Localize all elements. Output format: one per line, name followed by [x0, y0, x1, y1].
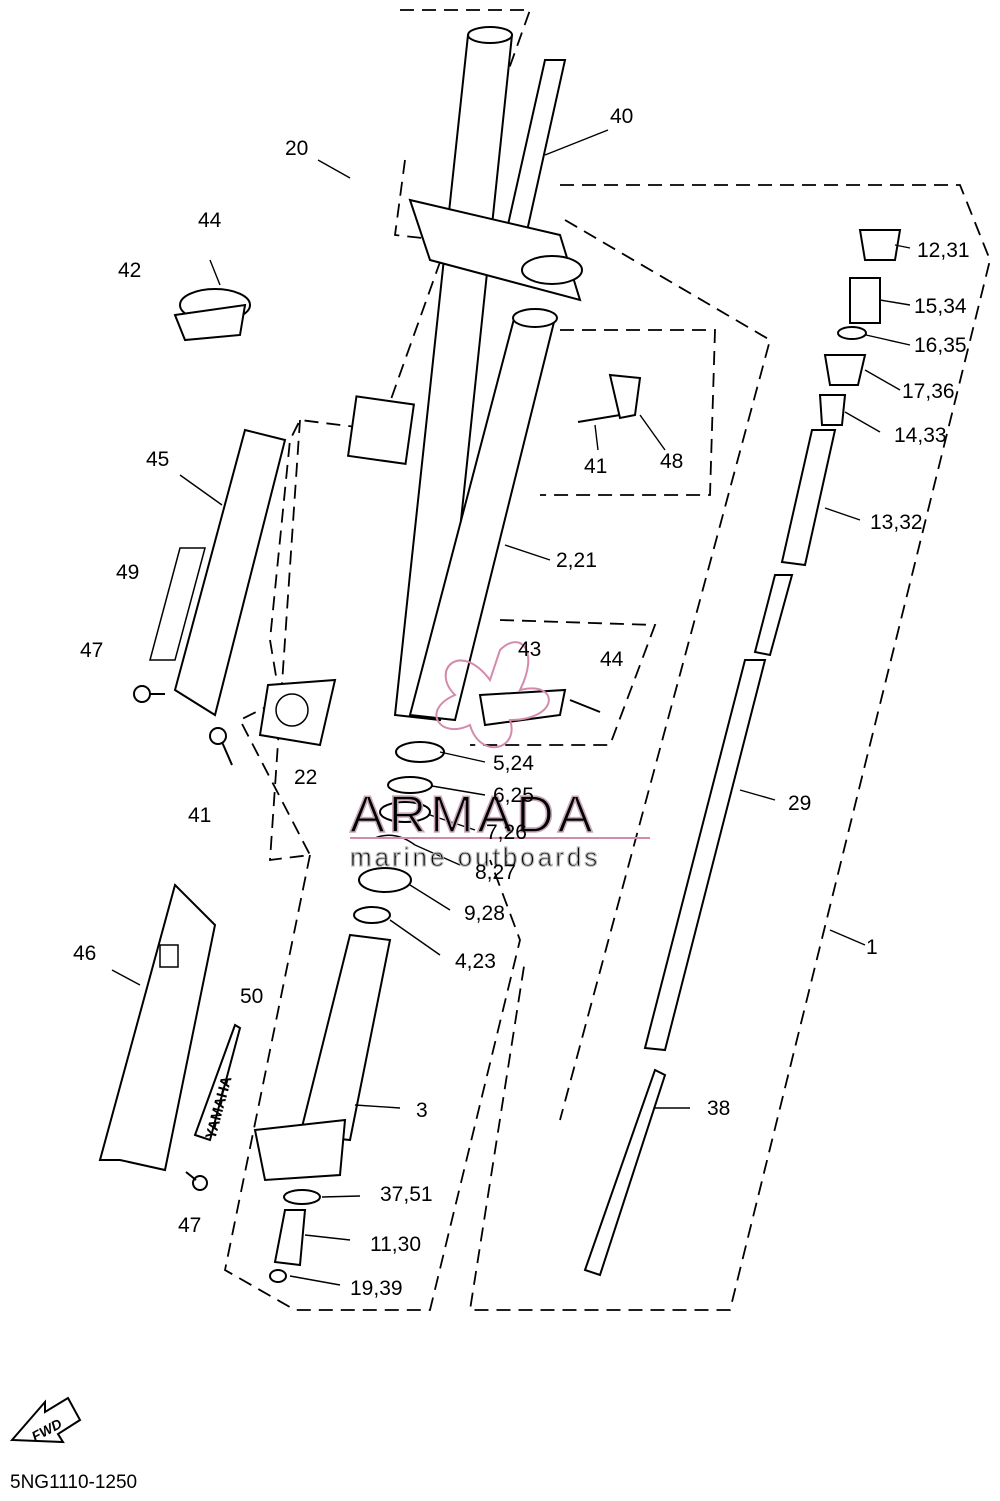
callout-41: 41: [584, 455, 607, 478]
callout-13-32: 13,32: [870, 511, 923, 534]
part-17-36: [823, 354, 867, 386]
bracket-group-outline: [393, 159, 441, 241]
spring-38: [583, 1068, 667, 1277]
cap-bolt-12-31: [858, 229, 902, 261]
damper-rod-29: [643, 659, 767, 1052]
callout-3: 3: [416, 1099, 428, 1122]
lower-tube-3: [253, 933, 392, 1283]
callout-44: 44: [198, 209, 222, 232]
callout-40: 40: [610, 105, 633, 128]
inner-tube-2-21: [408, 308, 558, 722]
callout-44-lower: 44: [600, 648, 624, 671]
callout-19-39: 19,39: [350, 1277, 403, 1300]
threaded-rod: [753, 574, 794, 657]
inner-tube-group-outline: [223, 854, 521, 1311]
seal-stack: [353, 741, 445, 924]
outer-tube-20: [258, 26, 514, 747]
callout-8-27: 8,27: [475, 861, 516, 884]
callout-11-30: 11,30: [370, 1233, 421, 1256]
part-16-35: [837, 326, 867, 340]
watermark-subtitle: marine outboards: [350, 842, 600, 872]
lower-guard-46: [98, 883, 217, 1172]
sticker-49: [149, 547, 206, 661]
callout-22: 22: [294, 766, 317, 789]
leader-lines: [111, 129, 911, 1286]
callout-29: 29: [788, 792, 811, 815]
callout-42: 42: [118, 259, 141, 282]
damper-group-outline: [468, 184, 991, 1311]
watermark-title: ARMADA: [350, 786, 596, 844]
callout-6-25: 6,25: [493, 784, 534, 807]
clamp-detail-41-48: [577, 373, 642, 423]
part-14-33: [818, 394, 847, 426]
callout-16-35: 16,35: [914, 334, 967, 357]
callout-47: 47: [80, 639, 103, 662]
callout-labels: 20 40 44 42 12,31 15,34 16,35 17,36 14,3…: [73, 105, 970, 1300]
callout-7-26: 7,26: [486, 821, 527, 844]
armada-logo-icon: [435, 641, 550, 749]
bolt-47-upper: [133, 685, 151, 703]
bolts: [133, 685, 233, 1191]
callout-12-31: 12,31: [917, 239, 970, 262]
callout-38: 38: [707, 1097, 730, 1120]
callout-14-33: 14,33: [894, 424, 947, 447]
callout-20: 20: [285, 137, 308, 160]
assembly-outlines: [223, 9, 991, 1311]
callout-43: 43: [518, 638, 541, 661]
clamp-42: [173, 259, 251, 342]
diagram-code: 5NG1110-1250: [10, 1472, 137, 1493]
callout-41-lower: 41: [188, 804, 211, 827]
callout-50: 50: [240, 985, 263, 1008]
guard-group-outline: [470, 619, 657, 746]
steering-stem-40: [408, 59, 583, 302]
callout-47-lower: 47: [178, 1214, 201, 1237]
callout-48: 48: [660, 450, 683, 473]
callout-15-34: 15,34: [914, 295, 967, 318]
part-13-32: [780, 429, 837, 567]
callout-49: 49: [116, 561, 139, 584]
callout-4-23: 4,23: [455, 950, 496, 973]
callout-2-21: 2,21: [556, 549, 597, 572]
callout-46: 46: [73, 942, 96, 965]
bolt-41-lower: [209, 727, 227, 745]
callout-5-24: 5,24: [493, 752, 534, 775]
fwd-arrow-icon: FWD: [9, 1396, 82, 1444]
bolt-47-lower: [192, 1175, 208, 1191]
clamp-detail-outline: [540, 329, 716, 496]
damper-parts: [583, 229, 902, 1277]
callout-1: 1: [866, 936, 878, 959]
callout-9-28: 9,28: [464, 902, 505, 925]
callout-37-51: 37,51: [380, 1183, 433, 1206]
damper-inner-outline: [559, 219, 772, 1121]
callout-17-36: 17,36: [902, 380, 955, 403]
part-15-34: [849, 277, 881, 324]
guard-clamp-43: [478, 688, 601, 727]
armada-watermark: ARMADA marine outboards: [349, 641, 650, 873]
yamaha-sticker-50: YAMAHA: [193, 1023, 242, 1142]
callout-45: 45: [146, 448, 169, 471]
fork-guard-45: [173, 428, 287, 717]
outer-tube-group-outline: [238, 9, 532, 862]
